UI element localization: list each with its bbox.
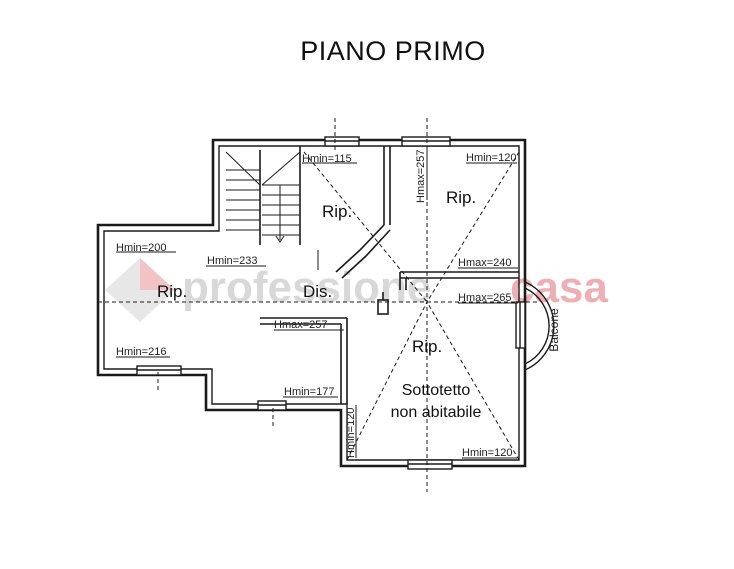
inner-wall-lines (103, 145, 520, 461)
height-note-hmax-257-top: Hmax=257 (415, 149, 427, 203)
height-note-hmin-177: Hmin=177 (284, 386, 334, 398)
height-note-hmin-120-left: Hmin=120 (345, 408, 357, 458)
attic-label-line2: non abitabile (391, 404, 482, 421)
height-ticks (116, 148, 518, 459)
height-note-hmin-216: Hmin=216 (116, 346, 166, 358)
height-note-hmin-233: Hmin=233 (207, 255, 257, 267)
watermark-logo (105, 258, 175, 322)
watermark-text-gray: professione (182, 263, 431, 312)
height-note-hmin-200: Hmin=200 (116, 242, 166, 254)
height-note-hmax-240: Hmax=240 (458, 257, 512, 269)
plan-title: PIANO PRIMO (300, 36, 486, 66)
room-label-rip-left: Rip. (157, 282, 187, 301)
watermark-text-red: casa (510, 263, 608, 312)
partitions (259, 146, 519, 404)
height-note-hmin-115: Hmin=115 (302, 153, 352, 165)
watermark: professione casa (105, 258, 608, 322)
height-note-hmax-265: Hmax=265 (458, 292, 512, 304)
staircase (225, 151, 301, 243)
height-note-hmin-120-top: Hmin=120 (466, 152, 516, 164)
outer-walls (96, 138, 527, 468)
height-note-hmin-120-bottom: Hmin=120 (462, 447, 512, 459)
balcony-label: Balcone (547, 308, 561, 352)
room-label-rip-top-left: Rip. (322, 202, 352, 221)
roof-lines (98, 118, 540, 492)
height-note-hmax-257-mid: Hmax=257 (274, 319, 328, 331)
room-label-rip-bottom: Rip. (412, 337, 442, 356)
room-label-rip-top-right: Rip. (446, 188, 476, 207)
room-label-dis: Dis. (303, 282, 332, 301)
attic-label-line1: Sottotetto (402, 382, 471, 399)
balcony (524, 281, 555, 371)
windows (136, 136, 526, 470)
